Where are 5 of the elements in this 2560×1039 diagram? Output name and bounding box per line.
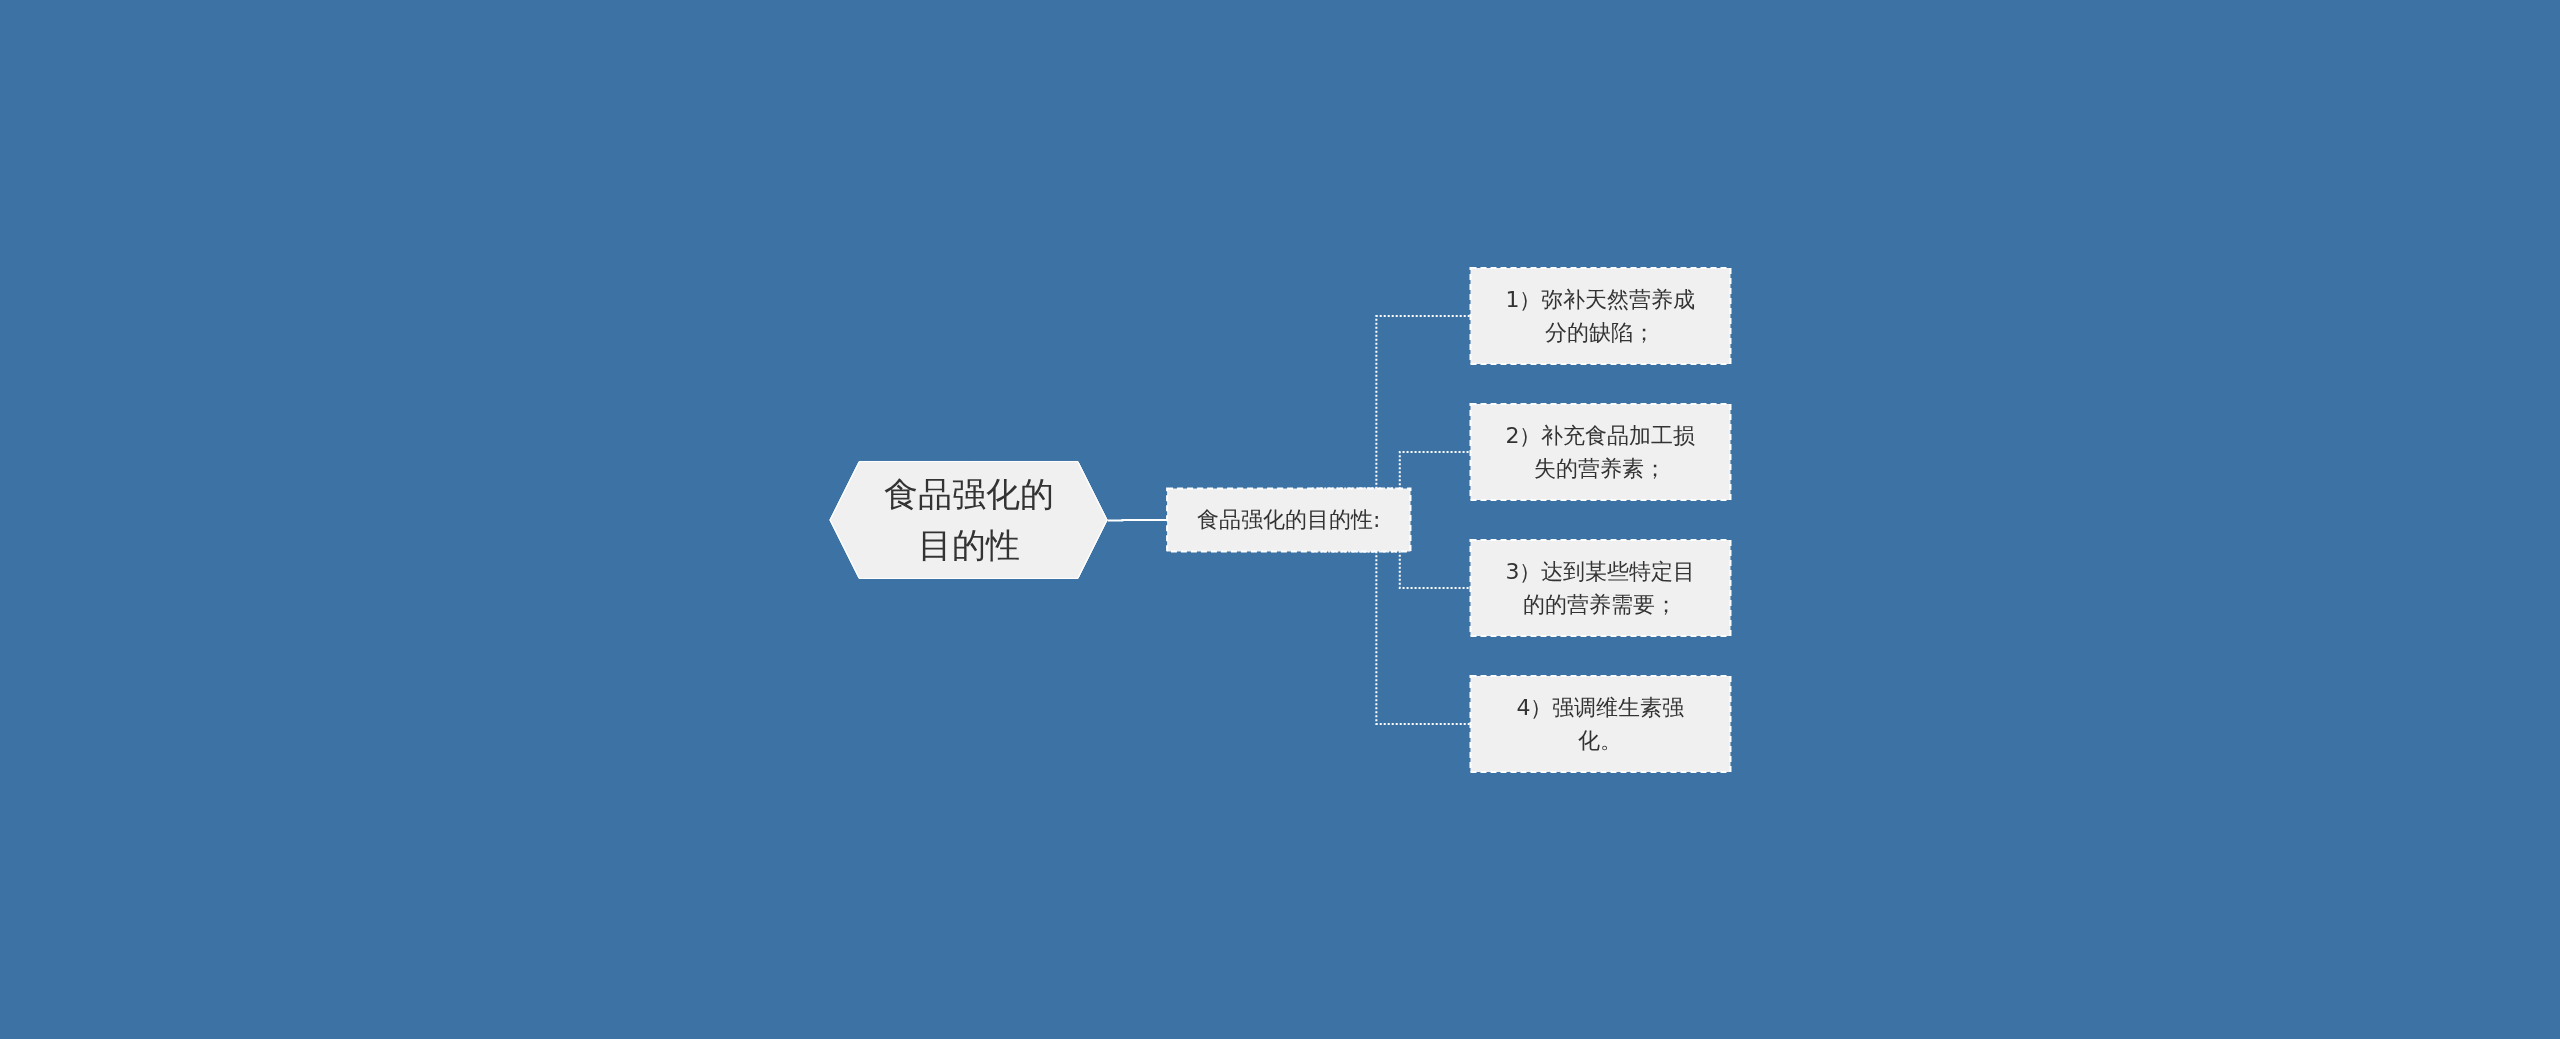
node-box: 4）强调维生素强化。	[1469, 674, 1732, 773]
node-box: 食品强化的目的性:	[1165, 487, 1412, 552]
node-box: 2）补充食品加工损失的营养素；	[1469, 402, 1732, 501]
node-box: 3）达到某些特定目的的营养需要；	[1469, 538, 1732, 637]
node-box: 1）弥补天然营养成分的缺陷；	[1469, 266, 1732, 365]
